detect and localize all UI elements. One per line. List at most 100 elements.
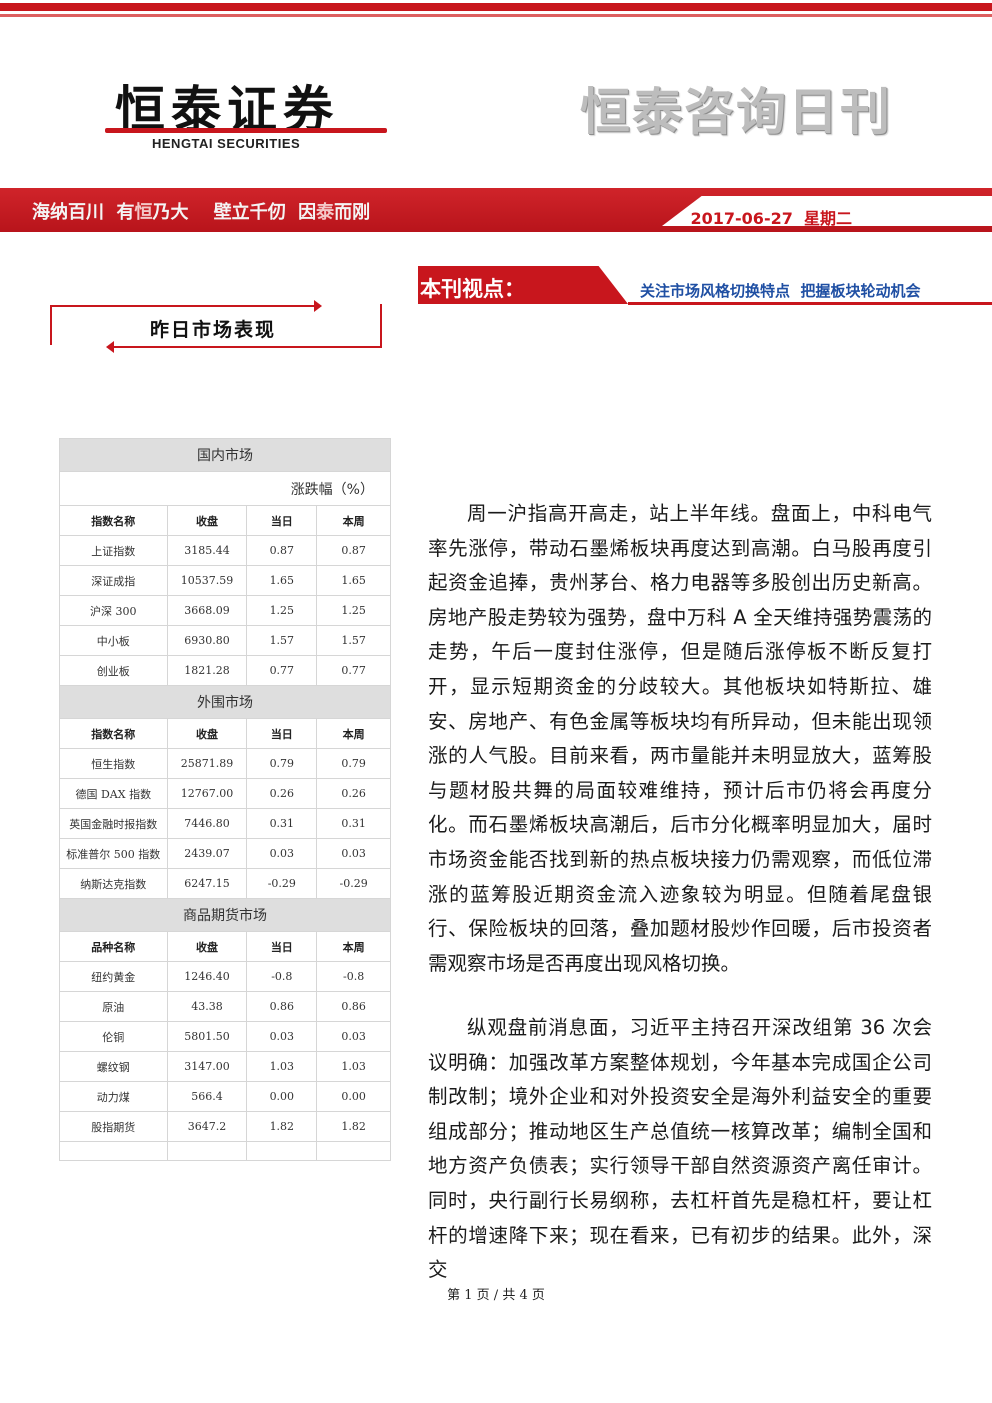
table-cell: -0.29 <box>246 868 318 899</box>
viewpoint-tag <box>418 266 628 304</box>
table-cell: 恒生指数 <box>59 748 168 779</box>
table-cell: 3147.00 <box>166 1051 248 1082</box>
table-cell: 中小板 <box>59 625 168 656</box>
table-column-header: 指数名称收盘当日本周 <box>59 505 391 536</box>
table-cell: 0.31 <box>316 808 391 839</box>
slogan-banner: 海纳百川 有恒乃大 壁立千仞 因泰而刚 <box>0 188 992 232</box>
table-cell: 43.38 <box>166 991 248 1022</box>
table-cell: 0.03 <box>246 1021 318 1052</box>
arrow-right-icon <box>314 300 322 312</box>
viewpoint-underline <box>628 302 992 305</box>
page-number: 第 1 页 / 共 4 页 <box>447 1288 545 1303</box>
table-cell: 0.87 <box>316 535 391 566</box>
column-header-cell: 品种名称 <box>59 931 168 962</box>
company-logo-en: HENGTAI SECURITIES <box>152 136 301 151</box>
table-cell: 3668.09 <box>166 595 248 626</box>
section-title-cell: 国内市场 <box>59 438 391 472</box>
slogan-highlight: 恒 <box>134 202 153 223</box>
table-cell: 伦铜 <box>59 1021 168 1052</box>
table-cell: 0.86 <box>316 991 391 1022</box>
table-cell: 德国 DAX 指数 <box>59 778 168 809</box>
section-title-cell: 商品期货市场 <box>59 898 391 932</box>
table-cell <box>166 1141 248 1161</box>
table-cell: 0.77 <box>246 655 318 686</box>
column-header-cell: 当日 <box>246 718 318 749</box>
table-cell: 1.03 <box>316 1051 391 1082</box>
table-cell: 6247.15 <box>166 868 248 899</box>
table-cell: 1.57 <box>246 625 318 656</box>
table-cell: 0.26 <box>316 778 391 809</box>
column-header-cell: 收盘 <box>166 505 248 536</box>
table-cell: 1.57 <box>316 625 391 656</box>
table-cell: 12767.00 <box>166 778 248 809</box>
slogan-part: 而刚 <box>334 202 371 223</box>
table-cell: 深证成指 <box>59 565 168 596</box>
table-empty-row <box>59 1141 391 1161</box>
table-cell: -0.8 <box>246 961 318 992</box>
table-cell: 1821.28 <box>166 655 248 686</box>
logo-underline <box>105 128 387 133</box>
table-cell: 0.26 <box>246 778 318 809</box>
table-cell: 1.82 <box>246 1111 318 1142</box>
table-cell: 0.87 <box>246 535 318 566</box>
table-cell: 纽约黄金 <box>59 961 168 992</box>
commentary-paragraph-1: 周一沪指高开高走，站上半年线。盘面上，中科电气率先涨停，带动石墨烯板块再度达到高… <box>428 502 932 975</box>
table-cell: 纳斯达克指数 <box>59 868 168 899</box>
table-cell: 原油 <box>59 991 168 1022</box>
table-cell: 2439.07 <box>166 838 248 869</box>
section-title-cell: 外围市场 <box>59 685 391 719</box>
issue-date: 2017-06-27 星期二 <box>690 209 853 228</box>
table-cell: -0.29 <box>316 868 391 899</box>
column-header-cell: 指数名称 <box>59 505 168 536</box>
column-header-cell: 本周 <box>316 931 391 962</box>
viewpoint-label: 本刊视点： <box>420 277 525 301</box>
table-cell: 0.03 <box>316 838 391 869</box>
table-unit-row: 涨跌幅（%） <box>59 471 391 506</box>
table-column-header: 指数名称收盘当日本周 <box>59 718 391 749</box>
table-cell: 0.00 <box>316 1081 391 1112</box>
table-cell: 1.03 <box>246 1051 318 1082</box>
table-cell: 上证指数 <box>59 535 168 566</box>
table-cell: 0.79 <box>316 748 391 779</box>
slogan-part: 乃大 壁立千仞 因 <box>152 202 317 223</box>
table-section-header: 国内市场 <box>59 438 391 472</box>
table-cell <box>59 1141 168 1161</box>
table-section-header: 商品期货市场 <box>59 898 391 932</box>
table-cell: 3185.44 <box>166 535 248 566</box>
viewpoint-headline: 关注市场风格切换特点 把握板块轮动机会 <box>640 282 921 300</box>
table-cell <box>316 1141 391 1161</box>
commentary-paragraph-2: 纵观盘前消息面，习近平主持召开深改组第 36 次会议明确：加强改革方案整体规划，… <box>428 1016 932 1282</box>
table-cell: 0.03 <box>246 838 318 869</box>
table-cell: 6930.80 <box>166 625 248 656</box>
column-header-cell: 当日 <box>246 931 318 962</box>
slogan-highlight: 泰 <box>316 202 335 223</box>
column-header-cell: 本周 <box>316 718 391 749</box>
table-cell: 1.82 <box>316 1111 391 1142</box>
column-header-cell: 本周 <box>316 505 391 536</box>
table-cell: 3647.2 <box>166 1111 248 1142</box>
table-cell: 创业板 <box>59 655 168 686</box>
table-cell: 5801.50 <box>166 1021 248 1052</box>
table-cell: 0.00 <box>246 1081 318 1112</box>
table-cell: 566.4 <box>166 1081 248 1112</box>
table-cell: 1.25 <box>246 595 318 626</box>
table-cell: 0.86 <box>246 991 318 1022</box>
table-cell: 10537.59 <box>166 565 248 596</box>
table-cell: 0.79 <box>246 748 318 779</box>
table-cell: 0.77 <box>316 655 391 686</box>
